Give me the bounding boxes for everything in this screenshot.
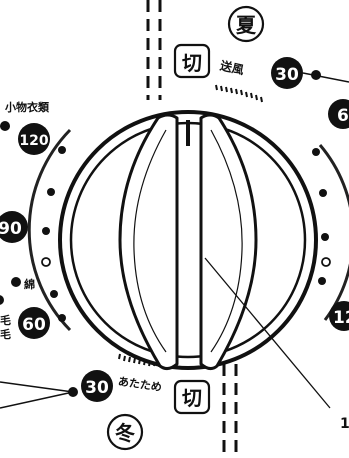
scale-dots <box>42 146 329 384</box>
off-button-bottom[interactable] <box>173 379 211 415</box>
timer-right-lower-badge <box>329 301 349 331</box>
knob-grip[interactable] <box>118 113 258 371</box>
fan-mode-label: 送風 <box>218 57 246 77</box>
timer-small-items-value: 120 <box>19 133 48 149</box>
knob-inner-ring <box>69 121 307 359</box>
cotton-leader-dot <box>11 277 21 287</box>
small-items-leader-dot <box>0 121 10 131</box>
timer-fan-badge <box>271 57 303 89</box>
small-items-label: 小物衣類 <box>4 100 50 114</box>
timer-right-upper-badge <box>328 99 349 129</box>
timer-small-items-badge <box>18 123 50 155</box>
warm-leader-lines <box>0 381 74 409</box>
timer-right-lower-value: 12 <box>333 308 349 328</box>
off-button-top[interactable] <box>173 43 211 79</box>
wool-label-1: 毛 <box>0 313 11 327</box>
warm-leader-dot <box>68 387 78 397</box>
warm-mode-label: あたため <box>117 375 162 394</box>
off-label-bottom: 切 <box>182 386 202 410</box>
wool-label-2: 毛 <box>0 327 11 341</box>
timer-warm-value: 30 <box>85 378 109 398</box>
scale-arc <box>27 128 349 332</box>
winter-label: 冬 <box>115 421 135 445</box>
off-label-top: 切 <box>182 51 202 75</box>
timer-left-mid-value: 90 <box>0 219 22 239</box>
wool-leader-dot <box>0 295 4 305</box>
timer-cotton-value: 60 <box>22 315 46 335</box>
winter-badge <box>106 413 144 451</box>
knob-pointer-mark <box>186 120 190 146</box>
scale-open-dots <box>41 257 331 267</box>
fan-leader-dot <box>311 70 321 80</box>
summer-badge <box>227 5 265 43</box>
cotton-label: 綿 <box>24 277 35 291</box>
dashed-guide-top <box>146 0 162 100</box>
fine-ticks-top <box>215 84 263 103</box>
fan-leader-line <box>302 72 349 83</box>
knob-grip-highlight <box>133 129 243 353</box>
knob-callout-line <box>204 257 331 409</box>
timer-warm-badge <box>81 370 113 402</box>
summer-label: 夏 <box>236 13 257 37</box>
timer-cotton-badge <box>18 307 50 339</box>
timer-left-mid-badge <box>0 211 28 243</box>
timer-right-upper-value: 6 <box>337 106 349 126</box>
timer-fan-value: 30 <box>275 65 299 85</box>
pointer-label-partial: 1 <box>340 416 349 432</box>
